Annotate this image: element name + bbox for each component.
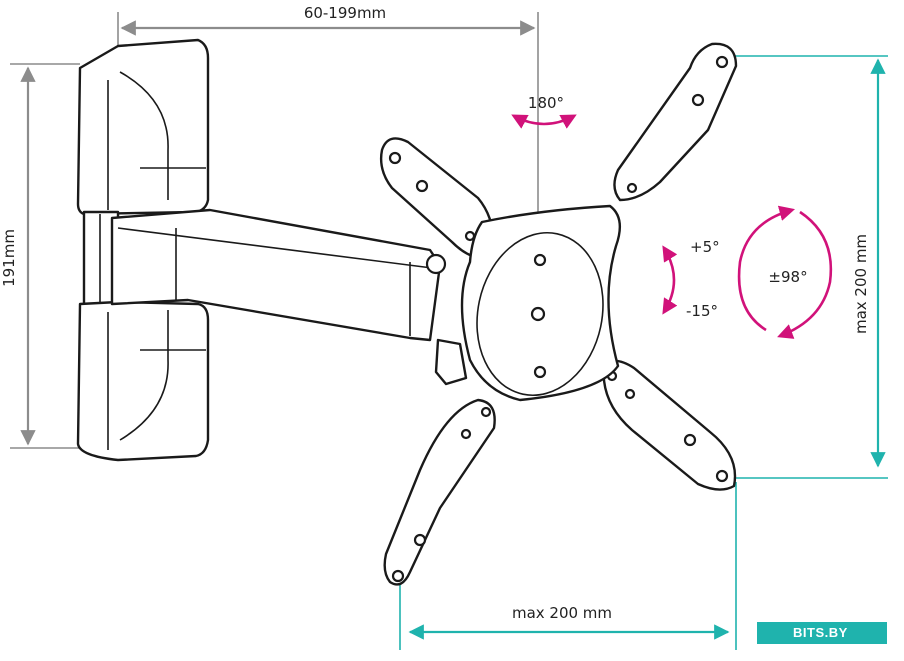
tilt-up-label: +5° [690, 238, 720, 256]
max-horizontal-dimension: max 200 mm [399, 482, 737, 650]
max-horizontal-label: max 200 mm [512, 604, 612, 622]
tilt-down-label: -15° [686, 302, 718, 320]
max-vertical-label: max 200 mm [852, 234, 870, 334]
rotation-label: ±98° [768, 268, 807, 286]
arm-extension-label: 60-199mm [304, 4, 386, 22]
max-vertical-dimension: max 200 mm [728, 55, 888, 479]
vesa-plate [379, 42, 738, 586]
tilt-indicator: +5° -15° [662, 238, 720, 320]
extension-arm [110, 208, 468, 386]
arm-extension-dimension: 60-199mm [117, 4, 539, 220]
wall-plate-height-dimension: 191mm [0, 63, 80, 449]
swivel-indicator: 180° [511, 94, 577, 129]
watermark-logo: BITS.BY [757, 622, 887, 644]
wall-plate-height-label: 191mm [0, 229, 18, 287]
swivel-label: 180° [528, 94, 564, 112]
rotation-indicator: ±98° [737, 205, 833, 339]
arm-pivot [425, 253, 447, 275]
